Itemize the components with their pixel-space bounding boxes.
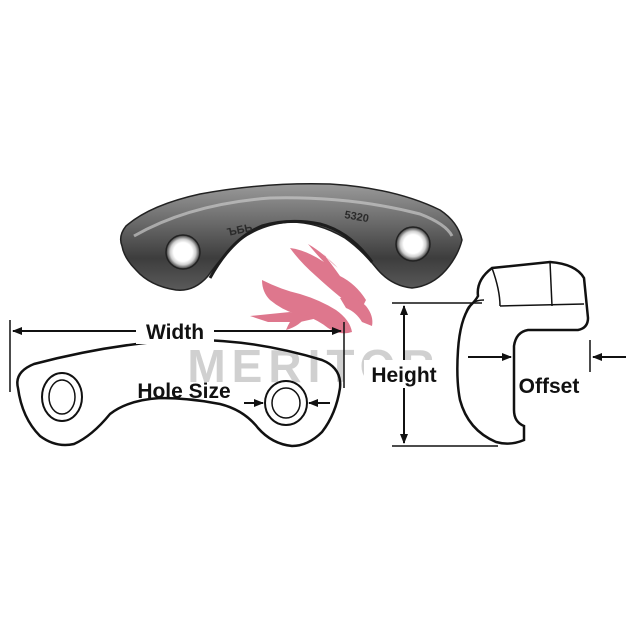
winged-bull-icon <box>250 244 373 334</box>
offset-label: Offset <box>519 375 580 398</box>
height-dimension: Height <box>364 302 498 447</box>
meritor-watermark: MERITOR <box>187 244 435 392</box>
part-stamp-right: 5320 <box>343 209 369 225</box>
offset-dimension: Offset <box>468 340 626 398</box>
outline-left-hole <box>41 372 83 422</box>
width-label: Width <box>146 321 204 344</box>
width-dimension: Width <box>9 318 345 392</box>
part-photo: ЪБЬ 5320 <box>119 182 463 291</box>
part-stamp-left: ЪБЬ <box>226 222 253 239</box>
hole-size-label: Hole Size <box>137 380 230 403</box>
outline-right-hole <box>264 380 308 426</box>
clip-outline-side <box>456 260 590 445</box>
height-label: Height <box>371 364 436 387</box>
hole-size-dimension: Hole Size <box>137 380 330 407</box>
